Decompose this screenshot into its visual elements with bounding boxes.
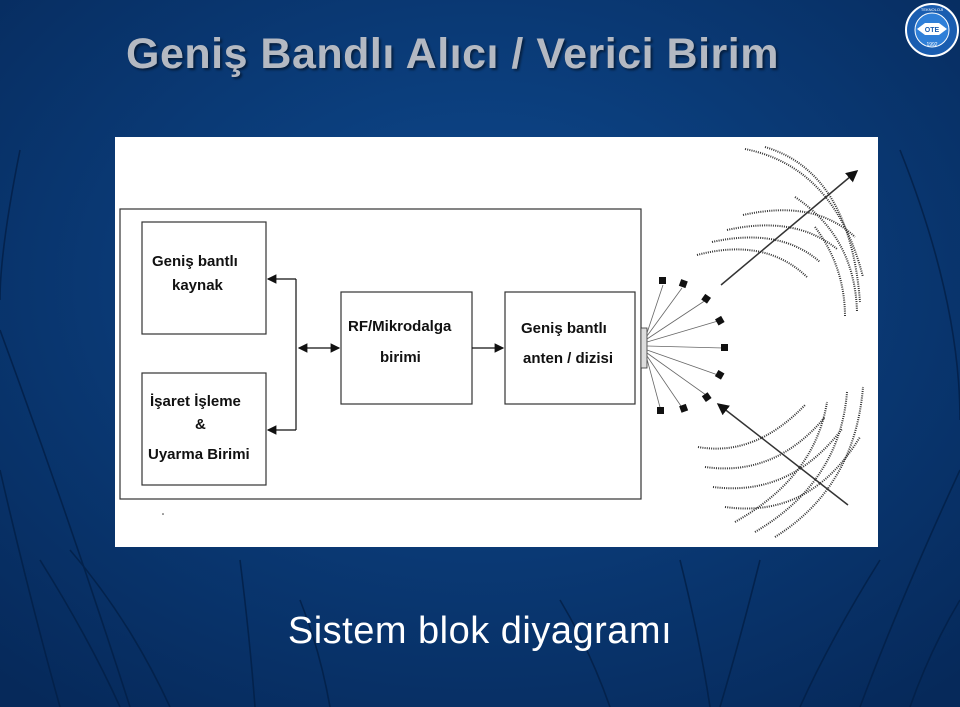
svg-text:OTE: OTE	[925, 27, 940, 34]
stray-dot	[162, 513, 164, 515]
tx-direction-arrow	[720, 170, 859, 286]
rx-direction-arrow	[716, 403, 849, 506]
dsp-label-3: Uyarma Birimi	[148, 446, 250, 463]
source-block	[141, 221, 267, 335]
source-label-1: Geniş bantlı	[152, 253, 238, 270]
block-diagram	[119, 146, 864, 538]
antenna-array	[646, 284, 724, 412]
rf-label-1: RF/Mikrodalga	[348, 318, 452, 335]
rx-wavefronts	[697, 386, 864, 538]
slide-title: Geniş Bandlı Alıcı / Verici Birim	[126, 30, 779, 78]
antenna-elements	[657, 277, 728, 414]
dsp-label-1: İşaret İşleme	[150, 393, 241, 410]
logo-top-text: TEKNOLOJİ	[921, 7, 943, 12]
diagram-panel: Geniş bantlı kaynak İşaret İşleme & Uyar…	[115, 137, 878, 547]
rf-block	[340, 291, 473, 405]
dsp-block	[141, 372, 267, 486]
dsp-label-2: &	[195, 416, 206, 433]
antenna-label-2: anten / dizisi	[523, 350, 614, 367]
logo-icon: OTE 1992 TEKNOLOJİ	[905, 3, 959, 57]
antenna-block	[504, 291, 636, 405]
logo-year: 1992	[926, 42, 937, 48]
slide-caption: Sistem blok diyagramı	[287, 610, 673, 652]
antenna-feed	[640, 327, 648, 369]
source-label-2: kaynak	[172, 277, 223, 294]
tx-wavefronts	[696, 146, 864, 318]
antenna-label-1: Geniş bantlı	[521, 320, 607, 337]
rf-label-2: birimi	[380, 349, 421, 366]
